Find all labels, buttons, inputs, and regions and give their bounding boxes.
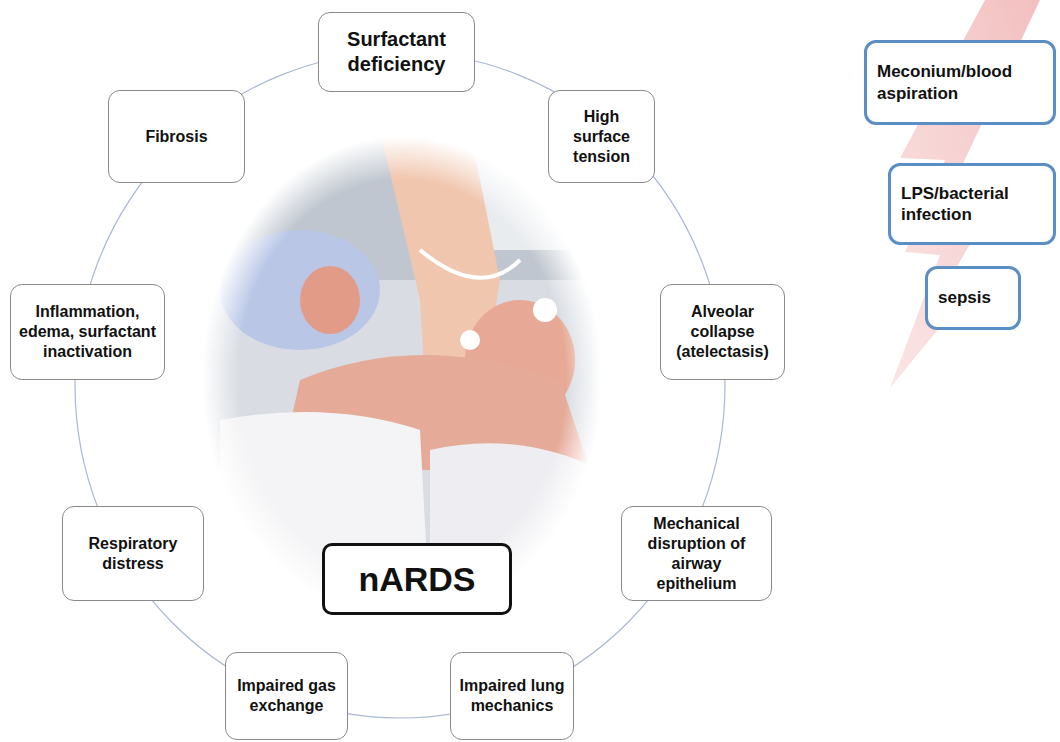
node-label: Impaired lung mechanics: [459, 676, 565, 716]
node-label: LPS/bacterial infection: [901, 183, 1043, 226]
process-box: Mechanical disruption of airway epitheli…: [621, 506, 772, 601]
node-label: Impaired gas exchange: [234, 676, 339, 716]
node-label: Mechanical disruption of airway epitheli…: [630, 514, 763, 594]
process-box: Respiratory distress: [62, 506, 204, 601]
process-box: Surfactant deficiency: [318, 12, 475, 92]
node-label: Inflammation, edema, surfactant inactiva…: [19, 302, 156, 362]
node-label: Fibrosis: [145, 127, 207, 147]
center-box: nARDS: [322, 543, 512, 615]
cause-box: Meconium/blood aspiration: [864, 40, 1056, 125]
process-box: Fibrosis: [108, 90, 245, 183]
process-box: Inflammation, edema, surfactant inactiva…: [10, 284, 165, 380]
ring-line: [75, 52, 725, 718]
node-label: High surface tension: [557, 107, 646, 167]
cause-box: sepsis: [925, 266, 1021, 330]
node-label: sepsis: [938, 287, 991, 308]
node-label: Alveolar collapse (atelectasis): [669, 302, 776, 362]
process-box: Impaired lung mechanics: [450, 652, 574, 740]
process-box: Impaired gas exchange: [225, 652, 348, 740]
node-label: Respiratory distress: [71, 534, 195, 574]
process-box: High surface tension: [548, 90, 655, 183]
incubator-photo: [200, 130, 605, 630]
node-label: Meconium/blood aspiration: [877, 61, 1043, 104]
cause-box: LPS/bacterial infection: [888, 163, 1056, 245]
node-label: nARDS: [358, 558, 475, 601]
node-label: Surfactant deficiency: [327, 27, 466, 77]
process-box: Alveolar collapse (atelectasis): [660, 284, 785, 380]
